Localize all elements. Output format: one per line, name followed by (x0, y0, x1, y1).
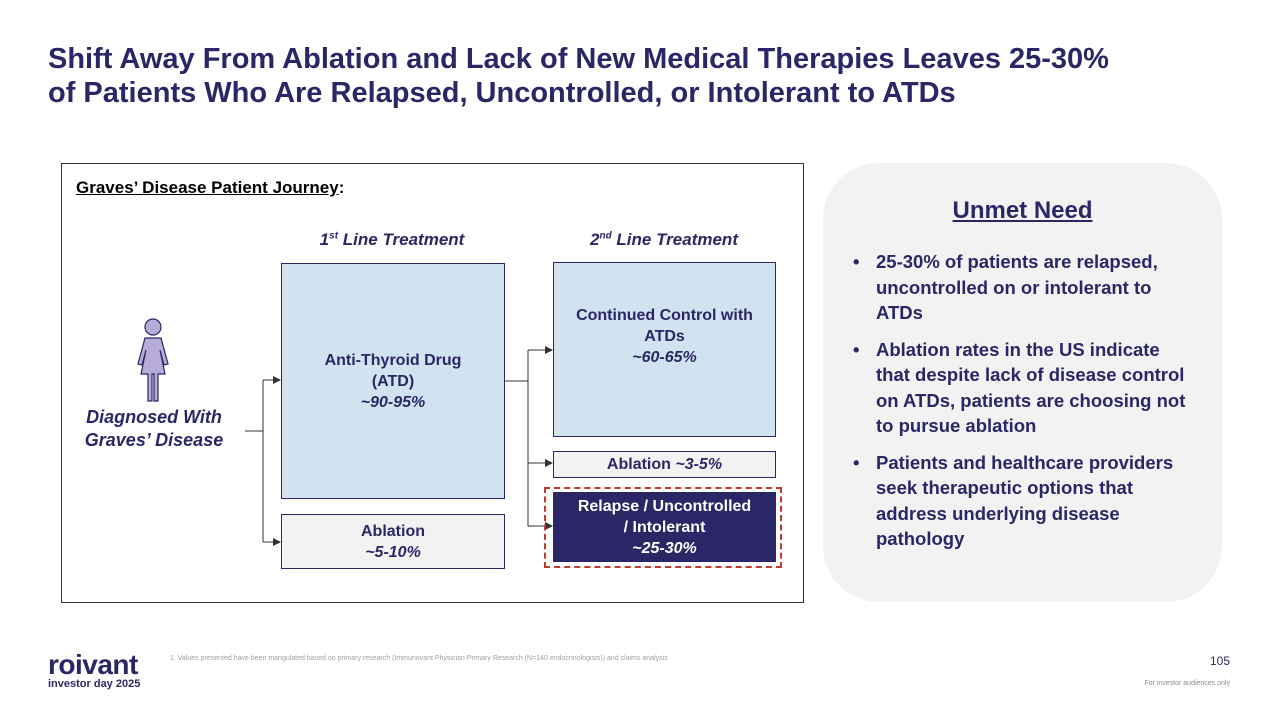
ablation-first-label: Ablation (361, 522, 425, 540)
unmet-need-panel: Unmet Need 25-30% of patients are relaps… (823, 163, 1222, 602)
relapse-line-1: Relapse / Uncontrolled (577, 497, 752, 515)
relapse-percent: ~25-30% (632, 539, 697, 557)
first-line-sup: st (329, 230, 339, 242)
first-line-text: Line Treatment (338, 230, 465, 249)
patient-journey-panel: Graves’ Disease Patient Journey: 1st Lin… (61, 163, 804, 603)
atd-line-2: (ATD) (371, 372, 415, 390)
ablation-second-percent: ~3-5% (675, 456, 723, 473)
unmet-bullet-1: 25-30% of patients are relapsed, uncontr… (851, 249, 1196, 326)
journey-heading-colon: : (338, 178, 345, 197)
page-number: 105 (1209, 654, 1230, 668)
slide-title-line-2: of Patients Who Are Relapsed, Uncontroll… (48, 77, 956, 109)
ablation-first-line-box: Ablation ~5-10% (281, 514, 505, 569)
continued-line-2: ATDs (644, 328, 685, 345)
unmet-bullet-3: Patients and healthcare providers seek t… (851, 450, 1196, 552)
slide-title: Shift Away From Ablation and Lack of New… (48, 42, 1248, 110)
atd-line-1: Anti-Thyroid Drug (324, 351, 462, 369)
logo-wordmark: roivant (48, 649, 138, 680)
footnote: 1. Values presented have been triangulat… (170, 655, 668, 662)
ablation-first-percent: ~5-10% (365, 543, 421, 561)
relapse-box: Relapse / Uncontrolled / Intolerant ~25-… (553, 492, 776, 562)
continued-control-box: Continued Control with ATDs ~60-65% (553, 262, 776, 437)
diagnosed-line-1: Diagnosed With (86, 407, 222, 427)
atd-percent: ~90-95% (360, 393, 426, 411)
atd-box: Anti-Thyroid Drug (ATD) ~90-95% (281, 263, 505, 499)
journey-heading: Graves’ Disease Patient Journey: (76, 178, 344, 198)
second-line-text: Line Treatment (611, 230, 738, 249)
patient-woman-icon (137, 318, 169, 402)
disclaimer: For investor audiences only (1144, 680, 1230, 687)
unmet-need-list: 25-30% of patients are relapsed, uncontr… (851, 249, 1196, 563)
relapse-highlight-outline (544, 487, 782, 568)
unmet-bullet-2: Ablation rates in the US indicate that d… (851, 337, 1196, 439)
second-line-header: 2nd Line Treatment (553, 230, 775, 250)
flow-connectors (245, 346, 553, 546)
unmet-need-title: Unmet Need (952, 197, 1093, 224)
ablation-second-line-box: Ablation ~3-5% (553, 451, 776, 478)
journey-heading-text: Graves’ Disease Patient Journey (76, 178, 339, 197)
roivant-logo: roivant investor day 2025 (48, 649, 141, 691)
diagnosed-label: Diagnosed With Graves’ Disease (70, 406, 238, 452)
relapse-line-2: / Intolerant (623, 518, 706, 536)
first-line-num: 1 (319, 230, 330, 249)
second-line-num: 2 (590, 230, 600, 249)
second-line-sup: nd (599, 230, 612, 242)
slide-title-line-1: Shift Away From Ablation and Lack of New… (48, 43, 1109, 75)
logo-subtitle: investor day 2025 (48, 678, 141, 690)
continued-percent: ~60-65% (632, 349, 697, 366)
ablation-second-label: Ablation (606, 456, 676, 473)
continued-line-1: Continued Control with (576, 307, 753, 324)
first-line-header: 1st Line Treatment (281, 230, 503, 250)
diagnosed-line-2: Graves’ Disease (84, 430, 224, 450)
